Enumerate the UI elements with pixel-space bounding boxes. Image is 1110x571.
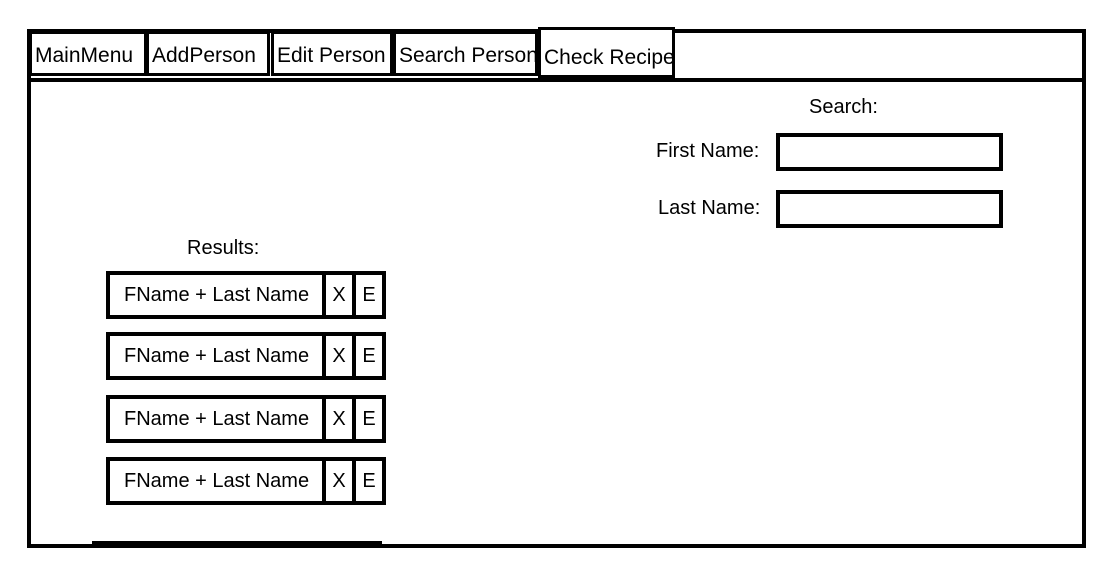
edit-button[interactable]: E (352, 395, 386, 443)
last-name-label: Last Name: (658, 197, 761, 219)
tab-main-menu[interactable]: MainMenu (29, 31, 147, 76)
edit-button[interactable]: E (352, 457, 386, 505)
delete-button[interactable]: X (322, 332, 356, 380)
result-name[interactable]: FName + Last Name (106, 457, 326, 505)
result-name[interactable]: FName + Last Name (106, 395, 326, 443)
edit-button[interactable]: E (352, 271, 386, 319)
first-name-input[interactable] (776, 133, 1003, 171)
tab-check-recipe[interactable]: Check Recipe (538, 27, 675, 78)
first-name-label: First Name: (656, 140, 760, 162)
result-row: FName + Last Name X E (106, 332, 386, 380)
result-row: FName + Last Name X E (106, 457, 386, 505)
tab-add-person[interactable]: AddPerson (146, 31, 270, 76)
result-name[interactable]: FName + Last Name (106, 271, 326, 319)
delete-button[interactable]: X (322, 457, 356, 505)
tab-search-person[interactable]: Search Person (393, 31, 538, 76)
edit-button[interactable]: E (352, 332, 386, 380)
tab-edit-person[interactable]: Edit Person (271, 31, 393, 76)
result-name[interactable]: FName + Last Name (106, 332, 326, 380)
divider (92, 541, 382, 544)
results-heading: Results: (187, 237, 260, 259)
result-row: FName + Last Name X E (106, 271, 386, 319)
result-row: FName + Last Name X E (106, 395, 386, 443)
search-heading: Search: (809, 96, 878, 118)
delete-button[interactable]: X (322, 271, 356, 319)
delete-button[interactable]: X (322, 395, 356, 443)
last-name-input[interactable] (776, 190, 1003, 228)
